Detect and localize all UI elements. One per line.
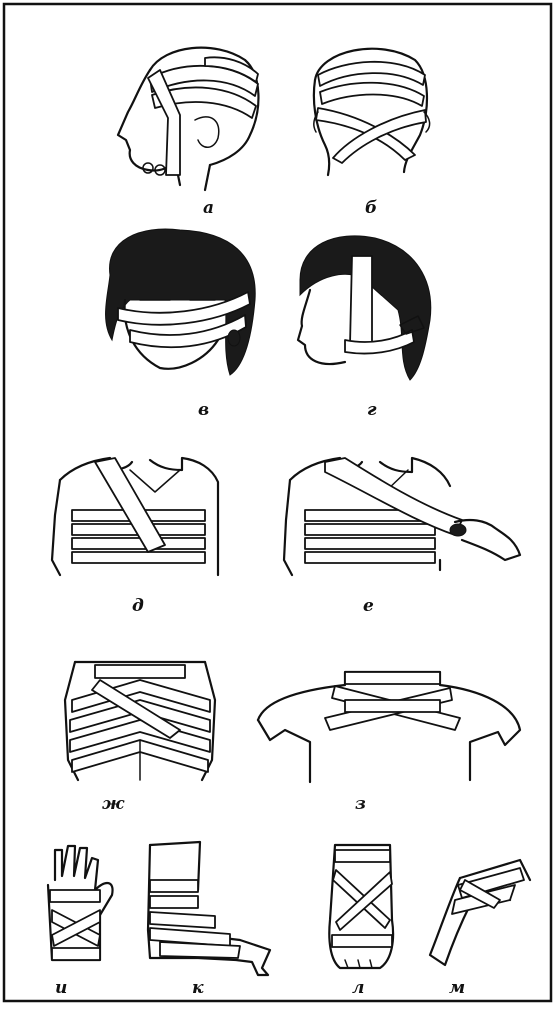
figure-label-k: к [192, 980, 204, 997]
figure-m-ankle [430, 860, 530, 965]
figure-label-e: е [363, 598, 374, 615]
figure-label-z: з [355, 796, 366, 813]
figure-label-b: б [365, 200, 377, 217]
figure-k-elbow-arm [148, 842, 270, 975]
figure-v-face-front [106, 229, 256, 375]
figure-label-m: м [449, 980, 465, 997]
figure-b-head-back [314, 49, 430, 175]
figure-label-d: д [132, 598, 144, 615]
figure-i-hand [48, 846, 113, 960]
figure-zh-back-spica [65, 662, 215, 780]
figure-label-i: и [55, 980, 67, 997]
figure-a-head-side [118, 48, 258, 190]
figure-label-a: а [203, 200, 214, 217]
figure-g-jaw-side [298, 236, 431, 380]
figure-label-v: в [198, 402, 209, 419]
figure-label-l: л [352, 980, 364, 997]
figure-e-chest-sling [284, 458, 520, 575]
figure-d-chest-spiral [52, 458, 218, 575]
figure-l-foot [329, 845, 393, 968]
figure-label-zh: ж [102, 796, 124, 813]
figure-z-shoulders-cross [258, 672, 520, 782]
figure-label-g: г [367, 402, 377, 419]
